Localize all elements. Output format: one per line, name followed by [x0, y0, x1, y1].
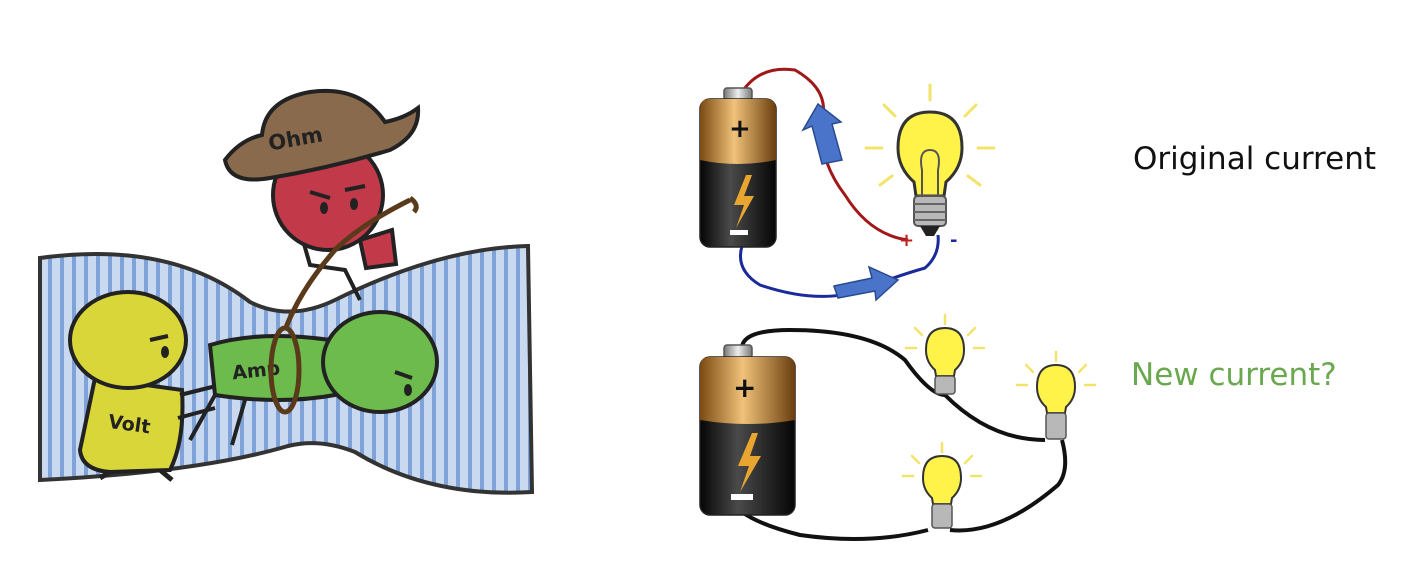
cowboy-hat-icon: Ohm	[222, 88, 421, 182]
volt-character: Volt	[68, 290, 221, 482]
battery-positive: +	[733, 371, 756, 404]
battery-icon: +	[699, 344, 796, 516]
circuit-wire	[949, 439, 1068, 533]
current-arrow-icon	[833, 265, 900, 302]
battery-icon: +	[699, 87, 777, 248]
light-bulb-icon	[904, 313, 986, 395]
circuit-wire	[739, 327, 946, 397]
new-circuit: +	[699, 313, 1097, 541]
circuit-wire	[943, 393, 1046, 442]
light-bulb-icon	[1015, 350, 1097, 440]
rope-icon	[268, 195, 419, 415]
bulb-negative-terminal: -	[950, 230, 957, 251]
current-arrow-icon	[801, 102, 843, 165]
ohm-cartoon: Volt Amp Ohm	[38, 88, 535, 495]
battery-positive: +	[729, 114, 751, 144]
light-bulb-icon	[901, 441, 983, 529]
new-current-caption: New current?	[1131, 357, 1337, 393]
light-bulb-icon	[864, 83, 996, 236]
original-circuit: + + -	[699, 67, 996, 302]
original-current-caption: Original current	[1133, 141, 1376, 177]
circuit-wire	[740, 510, 929, 541]
bulb-positive-terminal: +	[899, 230, 914, 251]
